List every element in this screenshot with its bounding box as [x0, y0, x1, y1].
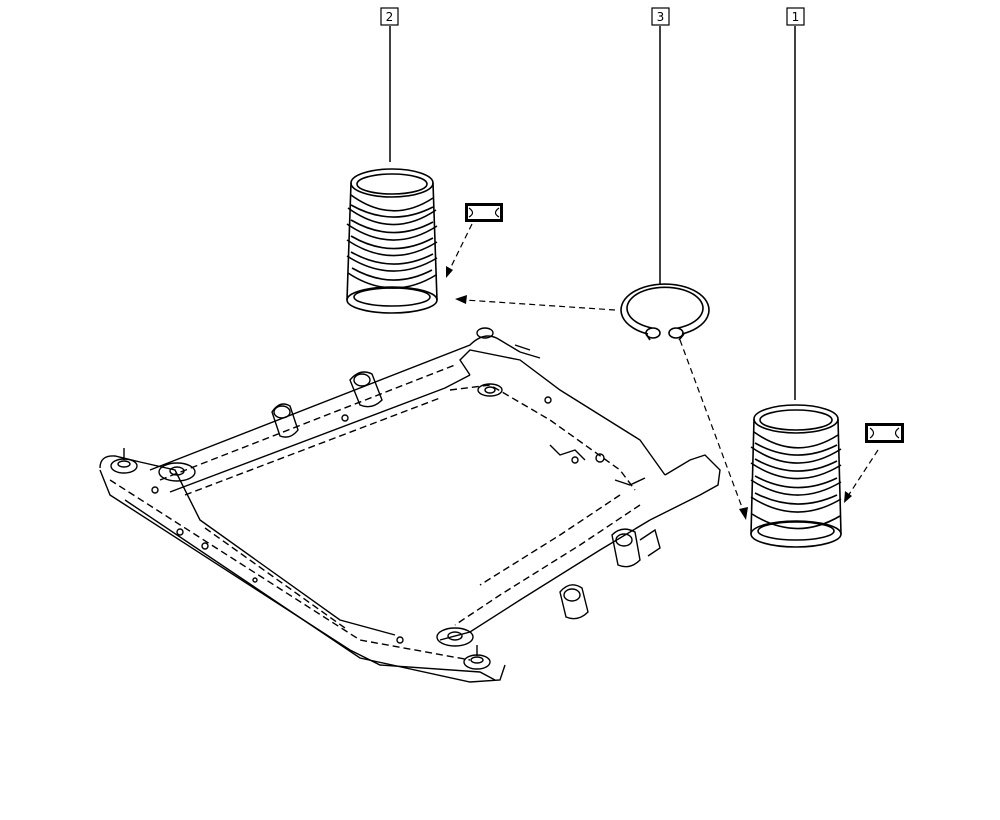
callout-box-1 [786, 7, 805, 26]
callout-label-2: 2 [386, 10, 394, 24]
arrow-ring-to-spring-right [679, 339, 744, 511]
arrow-ring-to-spring-left [464, 299, 616, 311]
arrowhead [455, 295, 467, 304]
marking-symbol-left [465, 203, 503, 222]
callout-box-3 [651, 7, 670, 26]
coil-spring-right [750, 404, 842, 548]
callout-label-1: 1 [792, 10, 800, 24]
coil-spring-left [346, 168, 438, 314]
arrowhead [844, 491, 852, 503]
callout-box-2 [380, 7, 399, 26]
callout-2: 2 [380, 7, 399, 162]
subframe [99, 327, 721, 683]
callout-3: 3 [651, 7, 670, 284]
arrowhead [446, 266, 453, 278]
callout-1: 1 [786, 7, 805, 400]
marking-symbol-right [865, 423, 904, 443]
arrowhead [739, 507, 748, 520]
callout-label-3: 3 [657, 10, 665, 24]
spring-insulator-ring [620, 283, 710, 341]
arrow-symbol-to-spring-left [448, 223, 473, 272]
arrow-symbol-to-spring-right [847, 449, 879, 497]
